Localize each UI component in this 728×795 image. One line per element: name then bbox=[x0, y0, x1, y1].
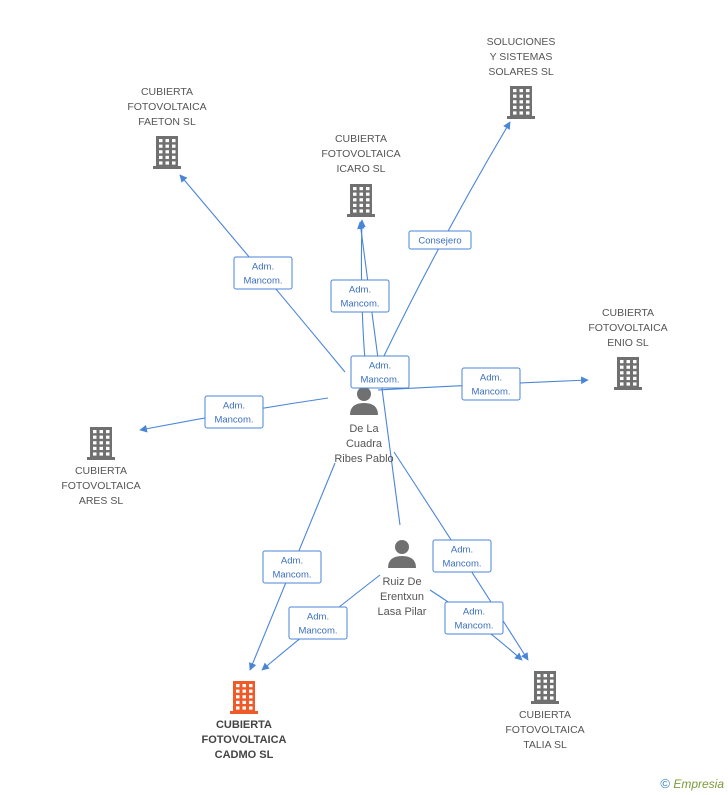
edge-label-text: Mancom. bbox=[340, 299, 379, 310]
building-icon bbox=[531, 671, 559, 704]
company-label: ARES SL bbox=[79, 495, 124, 507]
company-label: Y SISTEMAS bbox=[490, 51, 553, 63]
building-icon bbox=[230, 681, 258, 714]
edge-label-box bbox=[461, 367, 521, 401]
edge-label-box bbox=[408, 230, 472, 250]
building-icon bbox=[87, 427, 115, 460]
person-label: De La bbox=[349, 423, 379, 435]
person-icon bbox=[350, 387, 378, 415]
edge-label[interactable]: Adm. Mancom. bbox=[461, 367, 521, 401]
company-node-enio[interactable]: CUBIERTA FOTOVOLTAICA ENIO SL bbox=[588, 307, 668, 390]
edge-label[interactable]: Adm. Mancom. bbox=[350, 355, 410, 389]
company-label: ICARO SL bbox=[336, 163, 385, 175]
company-label: SOLUCIONES bbox=[487, 36, 556, 48]
person-label: Cuadra bbox=[346, 438, 383, 450]
copyright-icon: © bbox=[660, 776, 670, 791]
company-label: FAETON SL bbox=[138, 116, 196, 128]
edge-label-text: Adm. bbox=[223, 401, 245, 412]
edge-label-text: Consejero bbox=[418, 236, 461, 247]
company-label: FOTOVOLTAICA bbox=[321, 148, 400, 160]
edge-label-text: Adm. bbox=[451, 545, 473, 556]
edge-label-text: Mancom. bbox=[243, 276, 282, 287]
edge-label-text: Mancom. bbox=[471, 387, 510, 398]
company-label: CUBIERTA bbox=[335, 133, 387, 145]
edge-label[interactable]: Adm. Mancom. bbox=[233, 256, 293, 290]
edge-label[interactable]: Adm. Mancom. bbox=[330, 279, 390, 313]
company-node-icaro[interactable]: CUBIERTA FOTOVOLTAICA ICARO SL bbox=[321, 133, 401, 217]
company-node-soluciones[interactable]: SOLUCIONES Y SISTEMAS SOLARES SL bbox=[487, 36, 556, 119]
building-icon bbox=[614, 357, 642, 390]
edge-label-text: Adm. bbox=[281, 556, 303, 567]
edge-label-text: Adm. bbox=[463, 607, 485, 618]
edge-label-text: Mancom. bbox=[442, 559, 481, 570]
company-label: ENIO SL bbox=[607, 337, 649, 349]
company-node-talia[interactable]: CUBIERTA FOTOVOLTAICA TALIA SL bbox=[505, 671, 585, 751]
company-label: CUBIERTA bbox=[216, 719, 272, 731]
edge-label-box bbox=[262, 550, 322, 584]
company-label: CUBIERTA bbox=[141, 86, 193, 98]
edge-label-text: Adm. bbox=[307, 612, 329, 623]
company-label: FOTOVOLTAICA bbox=[127, 101, 206, 113]
company-label: SOLARES SL bbox=[488, 66, 554, 78]
edge-label-text: Mancom. bbox=[214, 415, 253, 426]
building-icon bbox=[507, 86, 535, 119]
person-label: Erentxun bbox=[380, 591, 424, 603]
company-label: FOTOVOLTAICA bbox=[505, 724, 584, 736]
edge-label-box bbox=[233, 256, 293, 290]
edge-label-text: Adm. bbox=[480, 373, 502, 384]
footer-brand[interactable]: © Empresia bbox=[660, 776, 724, 791]
edge-label-box bbox=[350, 355, 410, 389]
edge-label-box bbox=[432, 539, 492, 573]
edge-label-text: Mancom. bbox=[298, 626, 337, 637]
company-label: CUBIERTA bbox=[519, 709, 571, 721]
person-label: Ruiz De bbox=[382, 576, 421, 588]
company-label: CUBIERTA bbox=[75, 465, 127, 477]
edge-label-box bbox=[204, 395, 264, 429]
edge-label-box bbox=[444, 601, 504, 635]
edge-label-text: Adm. bbox=[369, 361, 391, 372]
brand-name: Empresia bbox=[673, 777, 724, 791]
edge-label[interactable]: Adm. Mancom. bbox=[444, 601, 504, 635]
company-node-faeton[interactable]: CUBIERTA FOTOVOLTAICA FAETON SL bbox=[127, 86, 207, 169]
edge-label-box bbox=[330, 279, 390, 313]
company-label: FOTOVOLTAICA bbox=[202, 734, 287, 746]
edge-label-text: Mancom. bbox=[454, 621, 493, 632]
building-icon bbox=[347, 184, 375, 217]
nodes-layer: CUBIERTA FOTOVOLTAICA FAETON SL CUBIERTA FOT… bbox=[61, 36, 667, 761]
edge-label[interactable]: Adm. Mancom. bbox=[288, 606, 348, 640]
person-label: Ribes Pablo bbox=[334, 453, 393, 465]
company-label: FOTOVOLTAICA bbox=[61, 480, 140, 492]
edge-label[interactable]: Adm. Mancom. bbox=[432, 539, 492, 573]
edge-label[interactable]: Consejero bbox=[408, 230, 472, 250]
company-node-cadmo[interactable]: CUBIERTA FOTOVOLTAICA CADMO SL bbox=[202, 681, 287, 761]
edge-label-text: Adm. bbox=[349, 285, 371, 296]
company-node-ares[interactable]: CUBIERTA FOTOVOLTAICA ARES SL bbox=[61, 427, 141, 507]
edge-label-text: Mancom. bbox=[272, 570, 311, 581]
person-icon bbox=[388, 540, 416, 568]
company-label: CUBIERTA bbox=[602, 307, 654, 319]
edge-label[interactable]: Adm. Mancom. bbox=[204, 395, 264, 429]
person-label: Lasa Pilar bbox=[378, 606, 427, 618]
edge-labels-layer: Adm. Mancom. Adm. Mancom. Adm. Mancom. Conseje… bbox=[204, 230, 521, 640]
company-label: FOTOVOLTAICA bbox=[588, 322, 667, 334]
edge-label-box bbox=[288, 606, 348, 640]
company-label: TALIA SL bbox=[523, 739, 567, 751]
building-icon bbox=[153, 136, 181, 169]
edge-label-text: Adm. bbox=[252, 262, 274, 273]
company-label: CADMO SL bbox=[215, 749, 274, 761]
edge-label[interactable]: Adm. Mancom. bbox=[262, 550, 322, 584]
edge-label-text: Mancom. bbox=[360, 375, 399, 386]
